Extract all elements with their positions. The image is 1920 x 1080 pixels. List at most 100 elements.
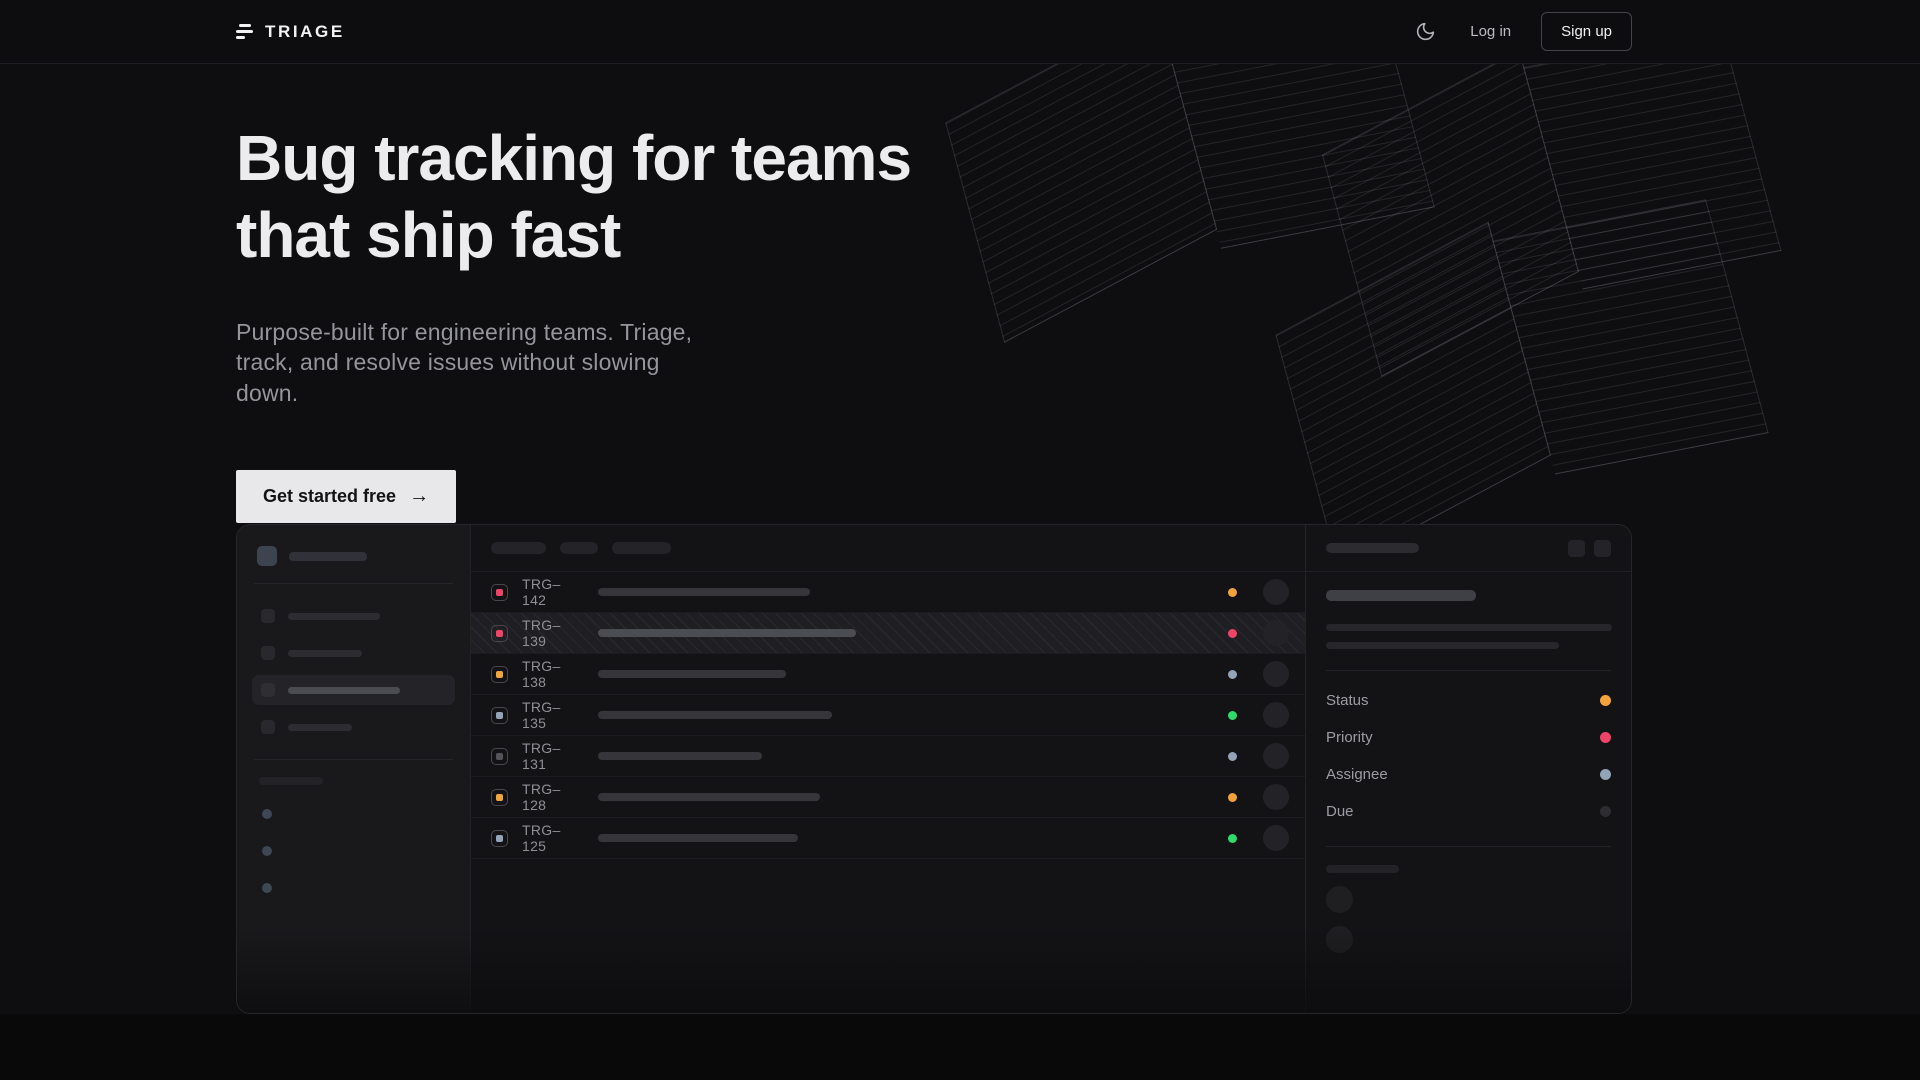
divider [1326, 670, 1611, 671]
sidebar-nav-item [252, 712, 455, 742]
issue-type-icon [491, 624, 508, 642]
arrow-right-icon: → [409, 484, 430, 507]
detail-section-label-skeleton [1326, 865, 1399, 873]
detail-field-row: Assignee [1326, 756, 1611, 793]
signup-button[interactable]: Sign up [1541, 12, 1632, 51]
issue-status-dot [1228, 792, 1237, 802]
issue-id: TRG–131 [522, 740, 561, 772]
sidebar-dot [262, 883, 272, 893]
sidebar-nav-item-active [252, 675, 455, 705]
detail-field-row: Priority [1326, 719, 1611, 756]
issue-status-dot [1228, 628, 1237, 638]
issue-title-skeleton [598, 670, 786, 678]
issue-type-icon [491, 583, 508, 601]
detail-action-button-placeholder [1594, 539, 1611, 557]
issue-title-skeleton [598, 793, 820, 801]
issue-type-icon [491, 665, 508, 683]
sidebar-dot [262, 809, 272, 819]
divider [254, 759, 453, 760]
mockup-sidebar [237, 525, 471, 1013]
brand-logo[interactable]: TRIAGE [236, 22, 345, 42]
comment-avatar-placeholder [1326, 926, 1353, 953]
tab-skeleton [491, 542, 546, 554]
assignee-avatar-placeholder [1263, 661, 1289, 687]
assignee-avatar-placeholder [1263, 825, 1289, 851]
detail-field-label: Status [1326, 692, 1369, 709]
issue-id: TRG–128 [522, 781, 561, 813]
issue-row: TRG–128 [471, 777, 1305, 818]
nav-icon-placeholder [261, 683, 275, 697]
issue-type-icon [491, 747, 508, 765]
issue-list-header [471, 525, 1305, 572]
get-started-button[interactable]: Get started free → [236, 470, 457, 524]
nav-label-skeleton [288, 723, 352, 731]
nav-icon-placeholder [261, 720, 275, 734]
moon-icon [1417, 22, 1435, 41]
next-section-band [0, 1014, 1920, 1080]
nav-label-skeleton [288, 649, 362, 657]
assignee-avatar-placeholder [1263, 784, 1289, 810]
login-link[interactable]: Log in [1470, 23, 1512, 40]
nav-icon-placeholder [261, 609, 275, 623]
issue-status-dot [1228, 833, 1237, 843]
detail-field-label: Due [1326, 803, 1354, 820]
issue-row: TRG–142 [471, 572, 1305, 613]
issue-title-skeleton [598, 711, 832, 719]
issue-status-dot [1228, 669, 1237, 679]
comment-avatar-placeholder [1326, 886, 1353, 913]
theme-toggle-button[interactable] [1411, 17, 1440, 46]
workspace-avatar [257, 546, 277, 566]
issue-row: TRG–139 [471, 613, 1305, 654]
nav-icon-placeholder [261, 646, 275, 660]
issue-title-skeleton [598, 834, 798, 842]
detail-field-label: Assignee [1326, 766, 1388, 783]
nav-label-skeleton [288, 686, 400, 694]
brand-name: TRIAGE [265, 21, 345, 41]
detail-header-skeleton [1326, 543, 1419, 553]
triage-bars-icon [236, 24, 254, 39]
divider [1326, 846, 1611, 847]
tab-skeleton [612, 542, 671, 554]
sidebar-dot [262, 846, 272, 856]
workspace-row [252, 542, 455, 566]
hero-title-line1: Bug tracking for teams [236, 122, 912, 194]
issue-id: TRG–142 [522, 576, 561, 608]
assignee-avatar-placeholder [1263, 620, 1289, 646]
get-started-label: Get started free [263, 486, 397, 507]
assignee-avatar-placeholder [1263, 702, 1289, 728]
tab-skeleton [560, 542, 598, 554]
assignee-avatar-placeholder [1263, 743, 1289, 769]
issue-id: TRG–135 [522, 699, 561, 731]
issue-id: TRG–125 [522, 822, 561, 854]
detail-field-row: Due [1326, 793, 1611, 830]
issue-row: TRG–131 [471, 736, 1305, 777]
workspace-name-skeleton [289, 551, 367, 561]
detail-field-value-dot [1600, 695, 1611, 706]
divider [254, 583, 453, 584]
detail-header-actions [1568, 539, 1611, 557]
issue-title-skeleton [598, 629, 856, 637]
hero-subtitle: Purpose-built for engineering teams. Tri… [236, 318, 693, 406]
detail-field-value-dot [1600, 806, 1611, 817]
detail-action-button-placeholder [1568, 539, 1585, 557]
issue-type-icon [491, 706, 508, 724]
detail-text-skeleton [1326, 642, 1559, 649]
wireframe-slab-face [945, 64, 1218, 343]
issue-title-skeleton [598, 588, 810, 596]
sidebar-nav-item [252, 601, 455, 631]
wireframe-slab [1268, 192, 1769, 569]
detail-field-value-dot [1600, 769, 1611, 780]
detail-text-skeleton [1326, 624, 1612, 631]
issue-status-dot [1228, 710, 1237, 720]
issue-id: TRG–138 [522, 658, 561, 690]
assignee-avatar-placeholder [1263, 579, 1289, 605]
detail-field-label: Priority [1326, 729, 1373, 746]
